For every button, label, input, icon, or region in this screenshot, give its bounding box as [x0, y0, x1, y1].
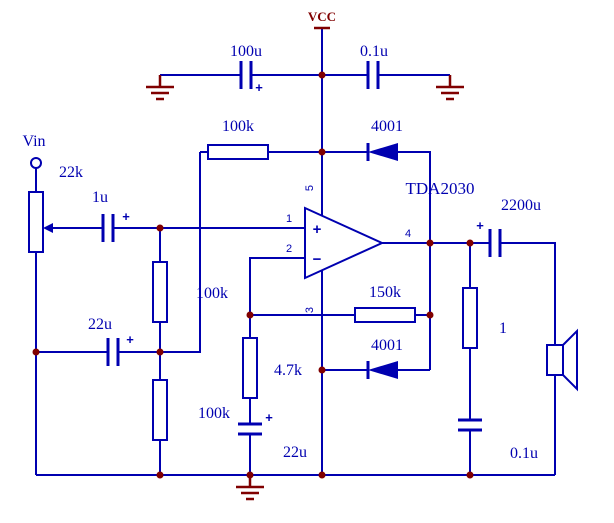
capacitor-output — [488, 229, 502, 257]
junction-dot — [156, 348, 164, 356]
junction-dot — [318, 366, 326, 374]
resistor-bias-bottom — [152, 379, 168, 441]
feedback-cap-label: 22u — [283, 444, 307, 461]
resistor-feedback — [354, 307, 416, 323]
junction-dot — [32, 348, 40, 356]
pin-4-label: 4 — [405, 228, 411, 240]
bias-cap-label: 22u — [88, 316, 112, 333]
resistor-bias-mid — [152, 261, 168, 323]
resistor-bias-top — [207, 144, 269, 160]
zobel-cap-label: 0.1u — [510, 445, 538, 462]
pin-3-label: 3 — [304, 307, 316, 313]
pot-label: 22k — [59, 164, 83, 181]
junction-dot — [318, 148, 326, 156]
resistor-zobel — [462, 287, 478, 349]
bulk-cap-label: 100u — [230, 43, 262, 60]
junction-dot — [156, 471, 164, 479]
pin-5-label: 5 — [304, 185, 316, 191]
potentiometer-body — [28, 191, 44, 253]
bulk-cap-polarity: + — [255, 80, 263, 95]
opamp-noninverting-sign: + — [313, 221, 322, 238]
speaker-icon — [546, 328, 578, 392]
junction-dot — [426, 239, 434, 247]
input-label: Vin — [22, 133, 45, 150]
junction-dot — [156, 224, 164, 232]
vcc-label: VCC — [308, 9, 336, 24]
diode-bottom — [366, 361, 398, 379]
junction-dot — [318, 71, 326, 79]
input-cap-label: 1u — [92, 189, 108, 206]
wire — [249, 257, 305, 315]
junction-dot — [466, 239, 474, 247]
capacitor-bulk — [239, 61, 253, 89]
junction-dot — [466, 471, 474, 479]
vcc-port: VCC — [308, 9, 336, 30]
junction-dot — [246, 311, 254, 319]
capacitor-bypass — [366, 61, 380, 89]
ground-icon — [236, 475, 264, 501]
top-diode-label: 4001 — [371, 118, 403, 135]
junction-dot — [246, 471, 254, 479]
junction-dot — [318, 471, 326, 479]
resistor-feedback-ground — [242, 337, 258, 399]
feedback-resistor-label: 150k — [369, 284, 401, 301]
output-cap-polarity: + — [476, 218, 484, 233]
output-cap-label: 2200u — [501, 197, 541, 214]
junction-dots — [32, 71, 474, 479]
pin-2-label: 2 — [286, 243, 292, 255]
potentiometer-wiper-arrow-icon — [43, 223, 53, 233]
wire — [398, 151, 431, 370]
ic-label: TDA2030 — [406, 179, 475, 198]
input-cap-polarity: + — [122, 209, 130, 224]
opamp-inverting-sign: − — [313, 251, 322, 268]
capacitor-feedback — [238, 422, 262, 436]
ground-icon — [146, 75, 174, 101]
feedback-cap-polarity: + — [265, 410, 273, 425]
wire — [160, 152, 201, 353]
capacitor-input — [101, 214, 115, 242]
bias-mid-resistor-label: 100k — [196, 285, 228, 302]
input-terminal-icon — [30, 157, 42, 169]
ground-icon — [436, 75, 464, 101]
bypass-cap-label: 0.1u — [360, 43, 388, 60]
opamp-triangle — [304, 206, 385, 280]
bias-bottom-resistor-label: 100k — [198, 405, 230, 422]
capacitor-bias — [106, 338, 120, 366]
feedback-ground-resistor-label: 4.7k — [274, 362, 302, 379]
bottom-diode-label: 4001 — [371, 337, 403, 354]
pin-1-label: 1 — [286, 213, 292, 225]
bias-cap-polarity: + — [126, 332, 134, 347]
diode-top — [366, 143, 398, 161]
wire — [500, 242, 556, 475]
junction-dot — [426, 311, 434, 319]
zobel-resistor-label: 1 — [499, 320, 507, 337]
capacitor-zobel — [458, 418, 482, 432]
wires — [35, 28, 556, 476]
bias-top-resistor-label: 100k — [222, 118, 254, 135]
